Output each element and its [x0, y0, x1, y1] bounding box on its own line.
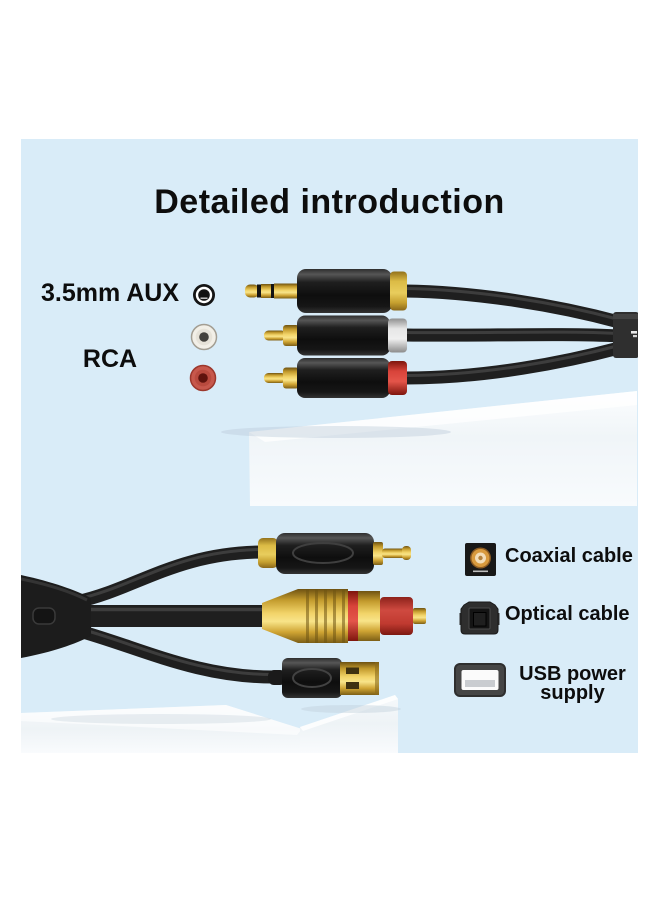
splitter-housing-image	[613, 312, 638, 358]
rca-red-plug-image	[264, 358, 407, 398]
aux-label: 3.5mm AUX	[40, 279, 179, 307]
lower-pedestal	[21, 705, 302, 753]
optical-plug-image	[262, 589, 426, 643]
rca-red-jack-icon	[189, 364, 217, 392]
aux-jack-icon	[193, 284, 215, 306]
cable-trunk-image	[21, 575, 91, 658]
coax-plug-image	[258, 533, 411, 574]
intro-panel: Detailed introduction 3.5mm AUX RCA Coax…	[21, 139, 638, 753]
rca-white-jack-icon	[190, 323, 218, 351]
usb-port-icon	[454, 663, 506, 697]
usb-power-supply-label: USB power supply	[519, 663, 626, 704]
aux-plug-image	[245, 269, 407, 313]
coaxial-port-icon	[465, 543, 496, 576]
aux-rca-splitter-cable-image	[245, 269, 638, 398]
usb-pedestal	[300, 695, 401, 753]
optical-cable-label: Optical cable	[505, 603, 630, 625]
upper-pedestal	[221, 391, 637, 506]
page-title: Detailed introduction	[154, 183, 505, 221]
coax-optical-usb-cable-image	[21, 533, 426, 698]
rca-white-plug-image	[264, 315, 407, 356]
optical-port-icon	[459, 601, 500, 635]
rca-label: RCA	[82, 345, 138, 373]
cable-illustration	[21, 269, 638, 753]
usb-plug-image	[268, 658, 379, 698]
coaxial-cable-label: Coaxial cable	[505, 545, 633, 567]
